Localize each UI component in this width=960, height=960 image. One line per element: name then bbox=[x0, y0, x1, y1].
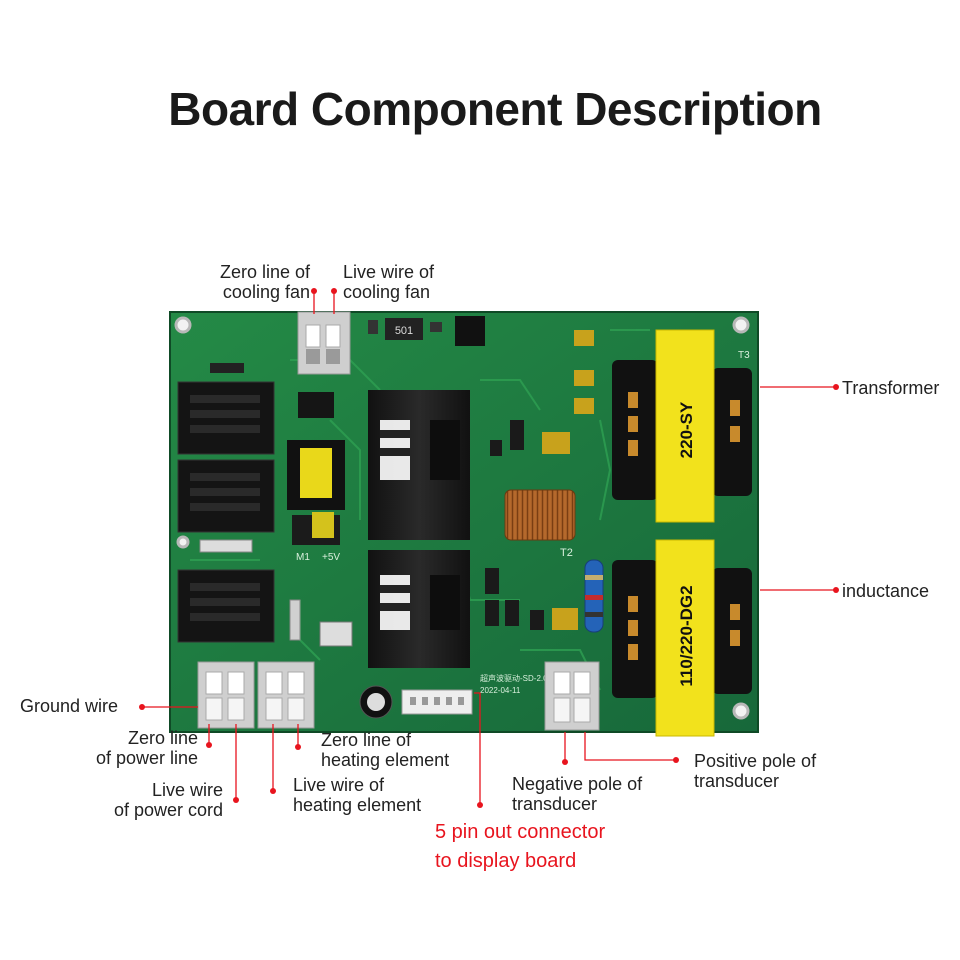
leader-dots bbox=[139, 288, 839, 808]
five-pin-connector bbox=[401, 689, 473, 715]
chip-label: 501 bbox=[395, 325, 413, 337]
transducer-terminal bbox=[544, 661, 600, 731]
label-negative-pole: Negative pole of transducer bbox=[512, 774, 643, 814]
label-zero-line-fan: Zero line of cooling fan bbox=[219, 262, 310, 302]
coil-inductor bbox=[504, 489, 576, 541]
transformer-bottom: 110/220-DG2 bbox=[612, 539, 752, 737]
label-zero-line-power: Zero line of power line bbox=[95, 728, 198, 768]
tantalum-cap bbox=[542, 432, 570, 454]
heating-terminal bbox=[257, 661, 315, 729]
label-positive-pole: Positive pole of transducer bbox=[694, 751, 817, 791]
label-live-wire-heating: Live wire of heating element bbox=[293, 775, 422, 815]
ic-chip bbox=[455, 316, 485, 346]
transformer-top-label: 220-SY bbox=[677, 401, 696, 458]
diode bbox=[210, 363, 244, 373]
label-live-wire-fan: Live wire of cooling fan bbox=[343, 262, 435, 302]
chip-501 bbox=[385, 318, 423, 340]
model-label: 超声波驱动-SD-2.0 bbox=[480, 673, 548, 683]
label-transformer: Transformer bbox=[842, 378, 940, 398]
label-inductance: inductance bbox=[842, 581, 930, 601]
transformer-top: 220-SY bbox=[612, 329, 752, 523]
relay bbox=[177, 381, 275, 643]
fuse bbox=[199, 539, 253, 553]
label-ground-wire: Ground wire bbox=[20, 696, 119, 716]
label-display-connector: 5 pin out connector to display board bbox=[435, 821, 606, 872]
t2-label: T2 bbox=[560, 547, 573, 559]
page-title: Board Component Description bbox=[168, 83, 822, 135]
power-terminal bbox=[197, 661, 255, 729]
heatsink bbox=[368, 390, 470, 668]
m1-label: M1 bbox=[296, 552, 310, 563]
t3-label: T3 bbox=[738, 350, 750, 361]
label-zero-line-heating: Zero line of heating element bbox=[321, 730, 450, 770]
date-label: 2022-04-11 bbox=[480, 686, 521, 695]
label-live-wire-power: Live wire of power cord bbox=[113, 780, 223, 820]
leader-lines bbox=[142, 291, 836, 805]
fan-terminal bbox=[297, 311, 351, 375]
5v-label: +5V bbox=[322, 552, 340, 563]
transformer-bottom-label: 110/220-DG2 bbox=[677, 585, 696, 686]
mounting-hole bbox=[174, 316, 750, 720]
